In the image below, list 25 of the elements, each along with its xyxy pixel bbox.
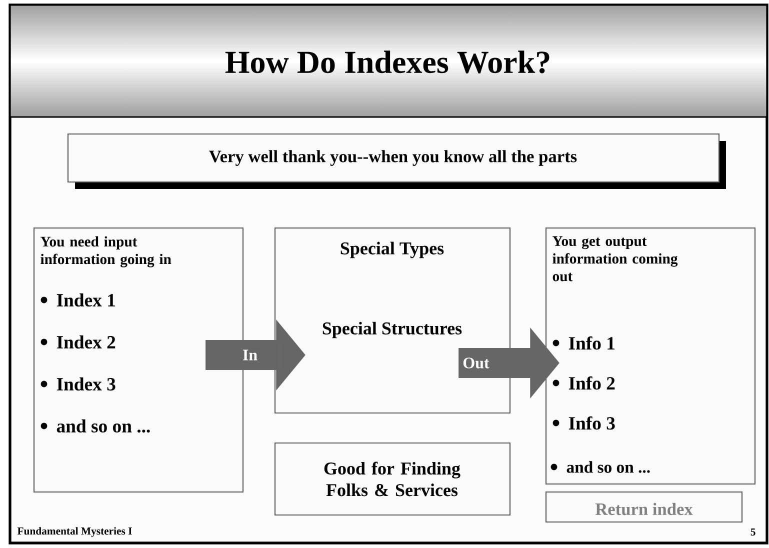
box-text: Very well thank you--when you know all the parts [209,150,577,166]
return-box [545,491,743,523]
list-item: Index 2 [56,335,116,349]
output-box [545,227,756,485]
list-item: Info 1 [568,336,614,350]
box-text: You get output information coming out [552,236,678,282]
list-item: Index 1 [56,293,115,307]
banner-box [67,133,726,189]
footer-text: Fundamental Mysteries I [17,527,132,537]
list-item: Info 3 [568,416,615,430]
list-item: and so on ... [56,419,150,433]
box-text: Good for Finding Folks & Services [324,462,460,496]
title-band: How Do Indexes Work? [9,4,768,118]
edge-label: In [241,348,259,362]
list-item: and so on ... [566,461,650,473]
box-text: Special Types [340,242,444,258]
input-box [33,227,244,493]
box-text: You need input information going in [40,236,172,268]
note-box [274,442,511,516]
box-text: Return index [595,502,693,516]
list-item: Index 3 [56,377,116,391]
page-number: 5 [750,528,756,536]
box-text: Special Structures [322,322,462,338]
list-item: Info 2 [568,376,615,390]
process-box [274,227,511,414]
